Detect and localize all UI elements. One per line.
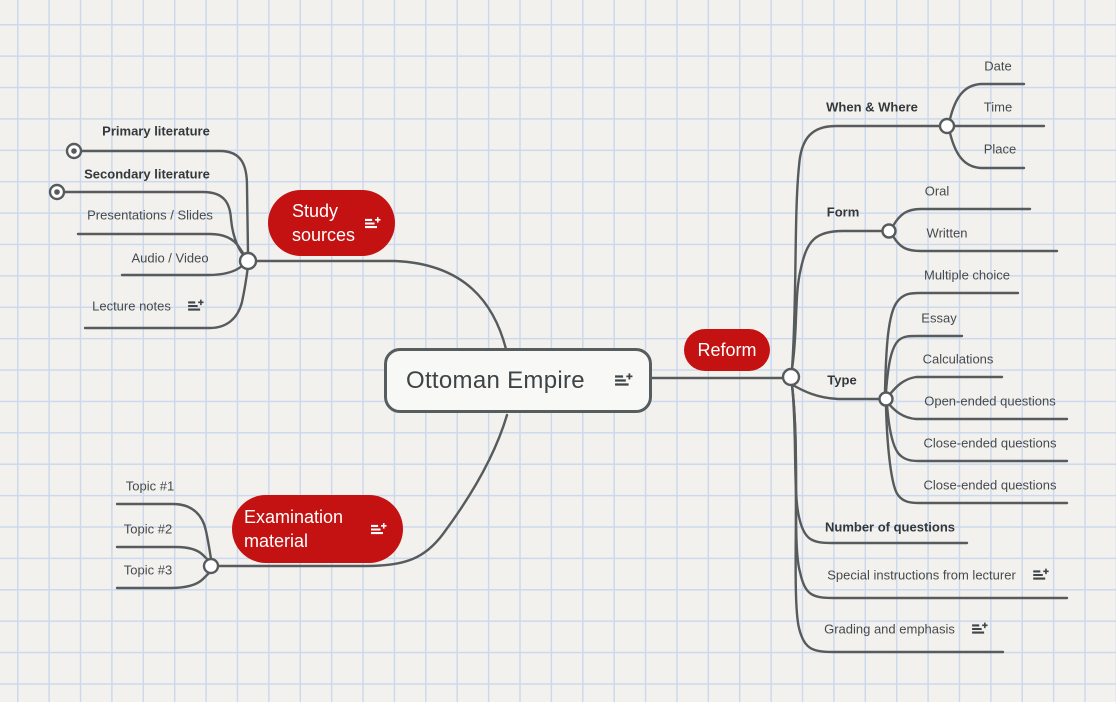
branch-node-label: Examination material — [244, 507, 344, 551]
node-label-multiple-choice[interactable]: Multiple choice — [924, 267, 1010, 283]
node-label-topic-3[interactable]: Topic #3 — [123, 562, 173, 578]
node-special-instructions[interactable]: Special instructions from lecturer — [827, 568, 1049, 583]
branch-node-examination-material[interactable]: Examination material — [232, 495, 403, 563]
branch-node-study-sources[interactable]: Study sources — [268, 190, 395, 256]
branch-line-when-where[interactable] — [790, 124, 942, 371]
add-notes-icon[interactable] — [614, 372, 633, 389]
junction-circle-form[interactable] — [881, 223, 897, 239]
junction-circle-when-where[interactable] — [938, 117, 956, 135]
central-node[interactable]: Ottoman Empire — [384, 348, 652, 413]
add-notes-icon[interactable] — [187, 299, 204, 314]
branch-line-close-ended-1[interactable] — [885, 403, 1069, 463]
branch-line-oral[interactable] — [891, 207, 1032, 228]
junction-circle-exam[interactable] — [202, 557, 220, 575]
branch-line-study-main[interactable] — [246, 259, 508, 351]
node-label-type[interactable]: Type — [827, 372, 857, 388]
node-label-audio-video[interactable]: Audio / Video — [131, 250, 209, 266]
node-label-close-ended-questions[interactable]: Close-ended questions — [923, 435, 1057, 451]
node-label-place[interactable]: Place — [983, 141, 1017, 157]
add-notes-icon[interactable] — [364, 216, 381, 231]
node-label-open-ended-questions[interactable]: Open-ended questions — [924, 393, 1056, 409]
add-notes-icon[interactable] — [370, 522, 387, 537]
node-label-secondary-literature[interactable]: Secondary literature — [84, 166, 210, 182]
node-label-number-of-questions[interactable]: Number of questions — [824, 519, 956, 535]
branch-line-multiple-choice[interactable] — [883, 291, 1020, 394]
branch-line-grading[interactable] — [790, 383, 1005, 654]
branch-line-written[interactable] — [891, 234, 1059, 253]
add-notes-icon[interactable] — [971, 622, 988, 637]
node-label-oral[interactable]: Oral — [924, 183, 950, 199]
branch-node-label: Reform — [697, 340, 757, 360]
central-node-label: Ottoman Empire — [406, 366, 585, 394]
node-label-written[interactable]: Written — [926, 225, 968, 241]
branch-line-type[interactable] — [789, 382, 881, 401]
junction-circle-reform[interactable] — [781, 367, 801, 387]
branch-line-primary-literature[interactable] — [72, 149, 250, 255]
branch-line-lecture-notes[interactable] — [83, 264, 250, 330]
branch-line-topic-2[interactable] — [115, 545, 212, 564]
node-label-when-where[interactable]: When & Where — [826, 99, 918, 115]
node-label-time[interactable]: Time — [983, 99, 1013, 115]
branch-line-essay[interactable] — [884, 334, 964, 394]
branch-line-topic-1[interactable] — [115, 502, 213, 561]
node-label-close-ended-questions[interactable]: Close-ended questions — [923, 477, 1057, 493]
node-lecture-notes[interactable]: Lecture notes — [92, 299, 204, 314]
node-label-date[interactable]: Date — [984, 58, 1012, 74]
node-label-presentations-slides[interactable]: Presentations / Slides — [87, 207, 213, 223]
node-label-essay[interactable]: Essay — [921, 310, 957, 326]
branch-line-date[interactable] — [948, 82, 1026, 121]
node-grading-and-emphasis[interactable]: Grading and emphasis — [824, 622, 988, 637]
add-notes-icon[interactable] — [1032, 568, 1049, 583]
node-label-topic-1[interactable]: Topic #1 — [125, 478, 175, 494]
branch-node-label: Study sources — [292, 201, 356, 245]
node-label-topic-2[interactable]: Topic #2 — [123, 521, 173, 537]
branch-line-topic-3[interactable] — [115, 570, 212, 590]
node-label-lecture-notes[interactable]: Lecture notes — [92, 298, 171, 314]
branch-line-place[interactable] — [948, 131, 1026, 170]
junction-circle-study[interactable] — [238, 251, 258, 271]
junction-circle-type[interactable] — [878, 391, 894, 407]
collapsed-branch-indicator[interactable] — [48, 183, 66, 201]
branch-node-reform[interactable]: Reform — [684, 329, 770, 371]
node-label-special-instructions[interactable]: Special instructions from lecturer — [827, 567, 1016, 583]
branch-line-form[interactable] — [790, 229, 884, 371]
node-label-form[interactable]: Form — [826, 204, 860, 220]
branch-line-exam-main[interactable] — [209, 413, 509, 568]
collapsed-branch-indicator[interactable] — [65, 142, 83, 160]
node-label-calculations[interactable]: Calculations — [922, 351, 994, 367]
branch-line-secondary-literature[interactable] — [55, 190, 248, 260]
branch-line-open-ended[interactable] — [887, 402, 1069, 421]
branch-line-calculations[interactable] — [888, 375, 1004, 396]
node-label-grading-and-emphasis[interactable]: Grading and emphasis — [824, 621, 955, 637]
node-label-primary-literature[interactable]: Primary literature — [102, 123, 210, 139]
branch-line-close-ended-2[interactable] — [884, 404, 1069, 505]
